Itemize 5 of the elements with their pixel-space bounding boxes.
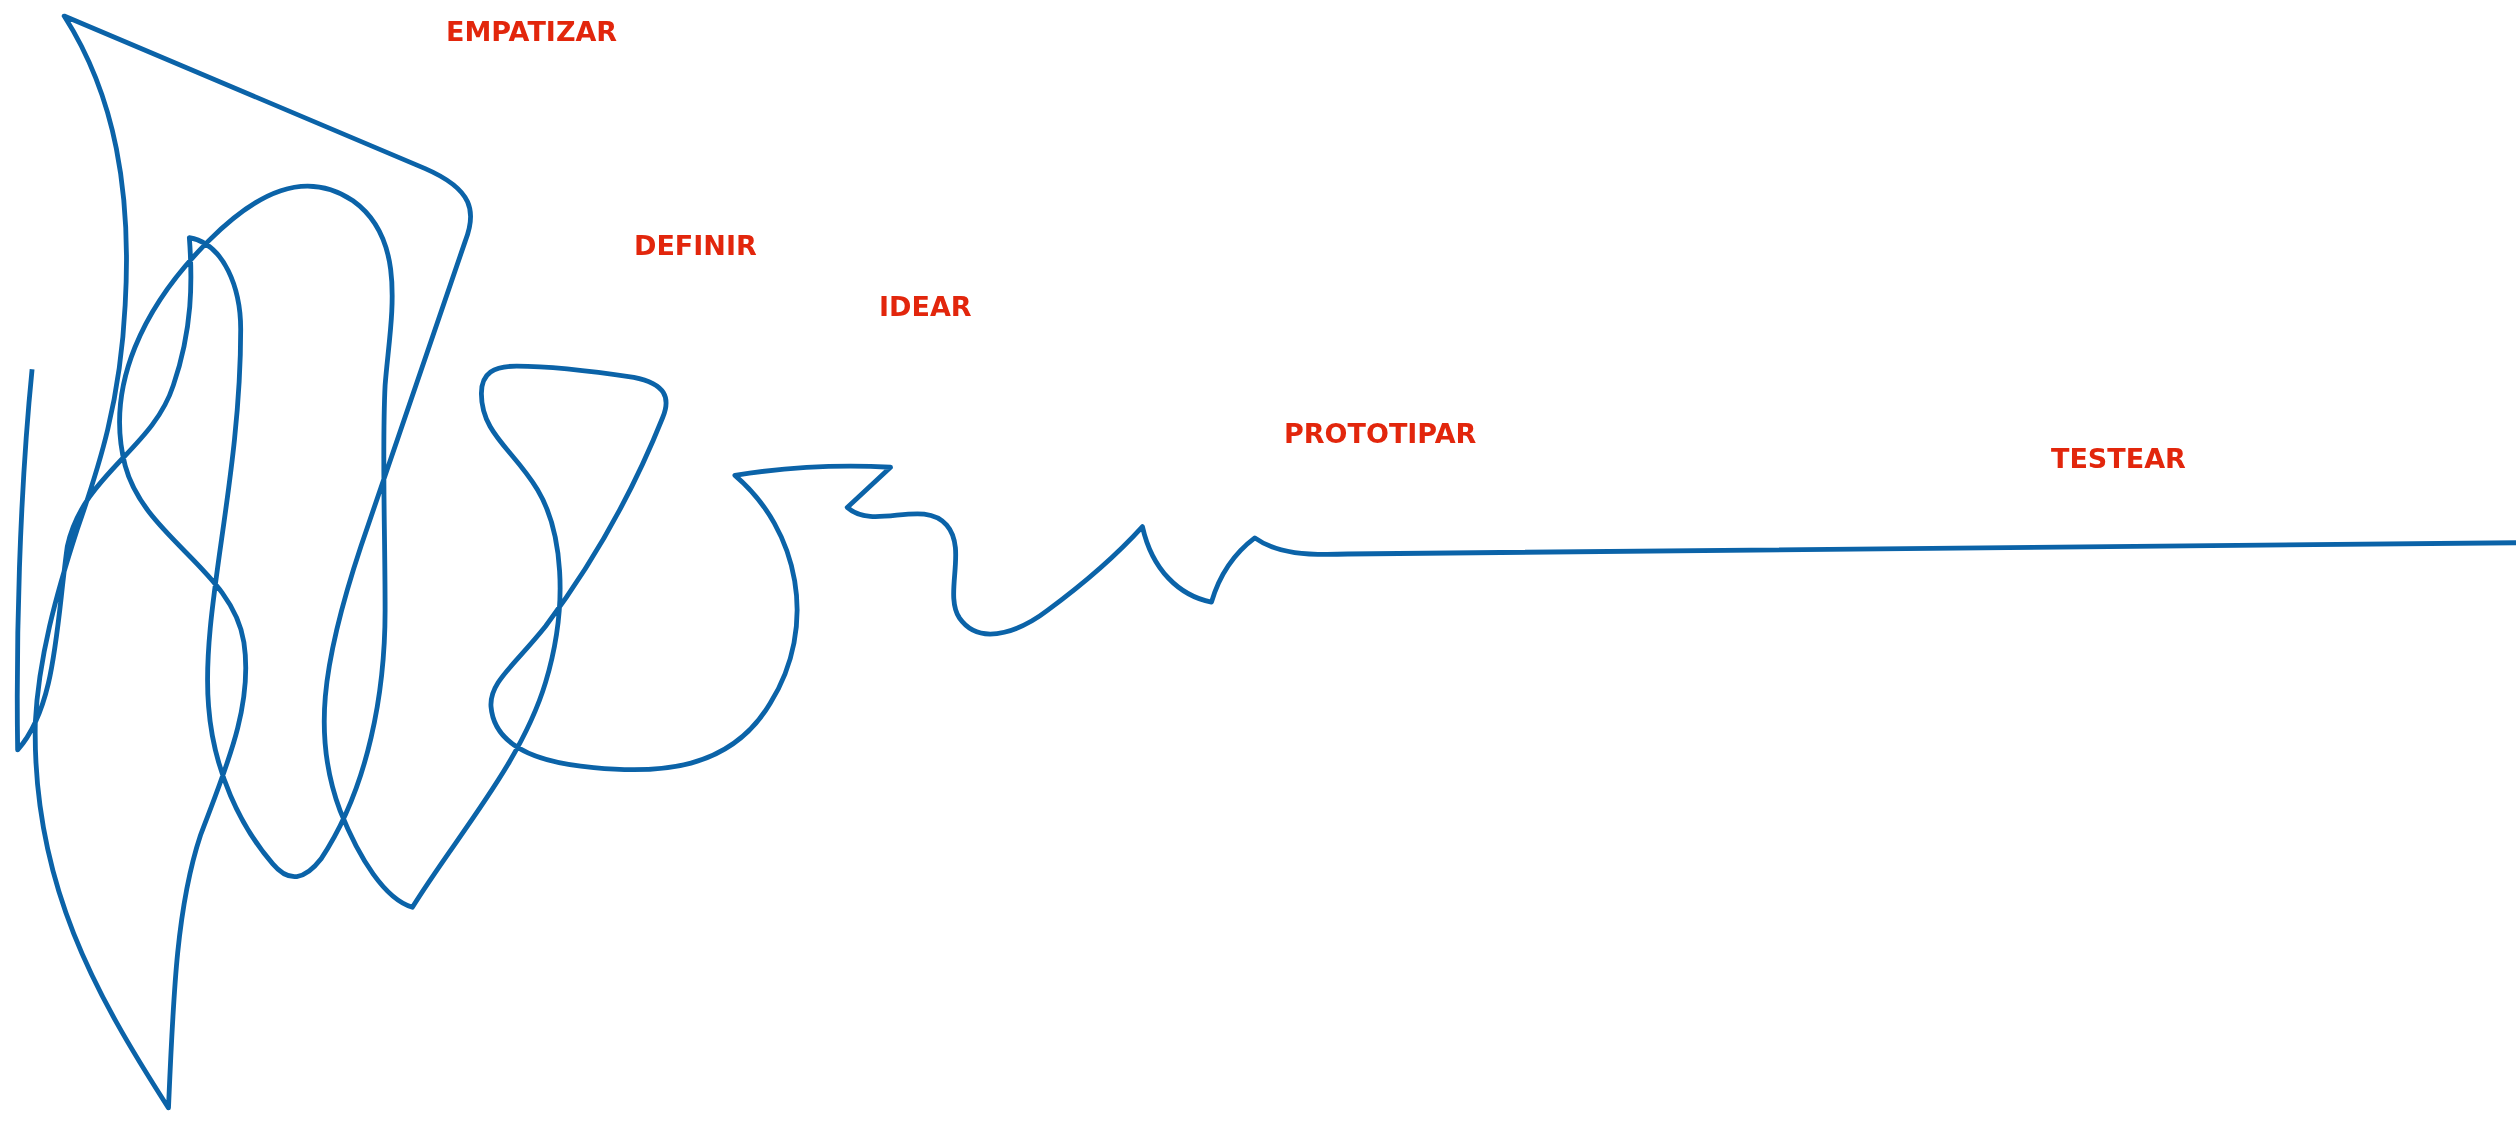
phase-label: DEFINIR [634, 232, 757, 259]
phase-label: IDEAR [879, 293, 972, 320]
phase-label: EMPATIZAR [446, 18, 618, 45]
phase-label: PROTOTIPAR [1284, 420, 1477, 447]
phase-label: TESTEAR [2051, 445, 2186, 472]
